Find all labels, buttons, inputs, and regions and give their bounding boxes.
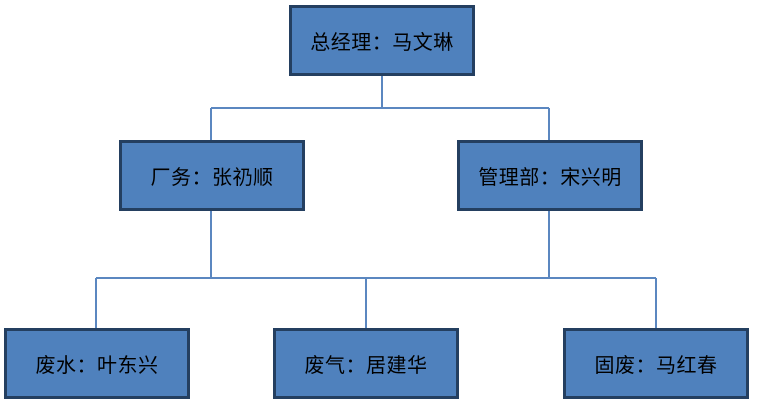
node-label: 厂务：张礽顺 xyxy=(150,165,274,189)
node-waste-gas: 废气：居建华 xyxy=(273,328,459,399)
node-label: 固废：马红春 xyxy=(594,353,718,377)
node-label: 废水：叶东兴 xyxy=(35,353,159,377)
node-factory-affairs: 厂务：张礽顺 xyxy=(119,140,305,211)
node-general-manager: 总经理：马文琳 xyxy=(289,5,475,76)
node-management-dept: 管理部：宋兴明 xyxy=(457,140,643,211)
node-solid-waste: 固废：马红春 xyxy=(563,328,749,399)
node-label: 总经理：马文琳 xyxy=(310,30,454,54)
node-wastewater: 废水：叶东兴 xyxy=(4,328,190,399)
node-label: 管理部：宋兴明 xyxy=(478,165,622,189)
node-label: 废气：居建华 xyxy=(304,353,428,377)
